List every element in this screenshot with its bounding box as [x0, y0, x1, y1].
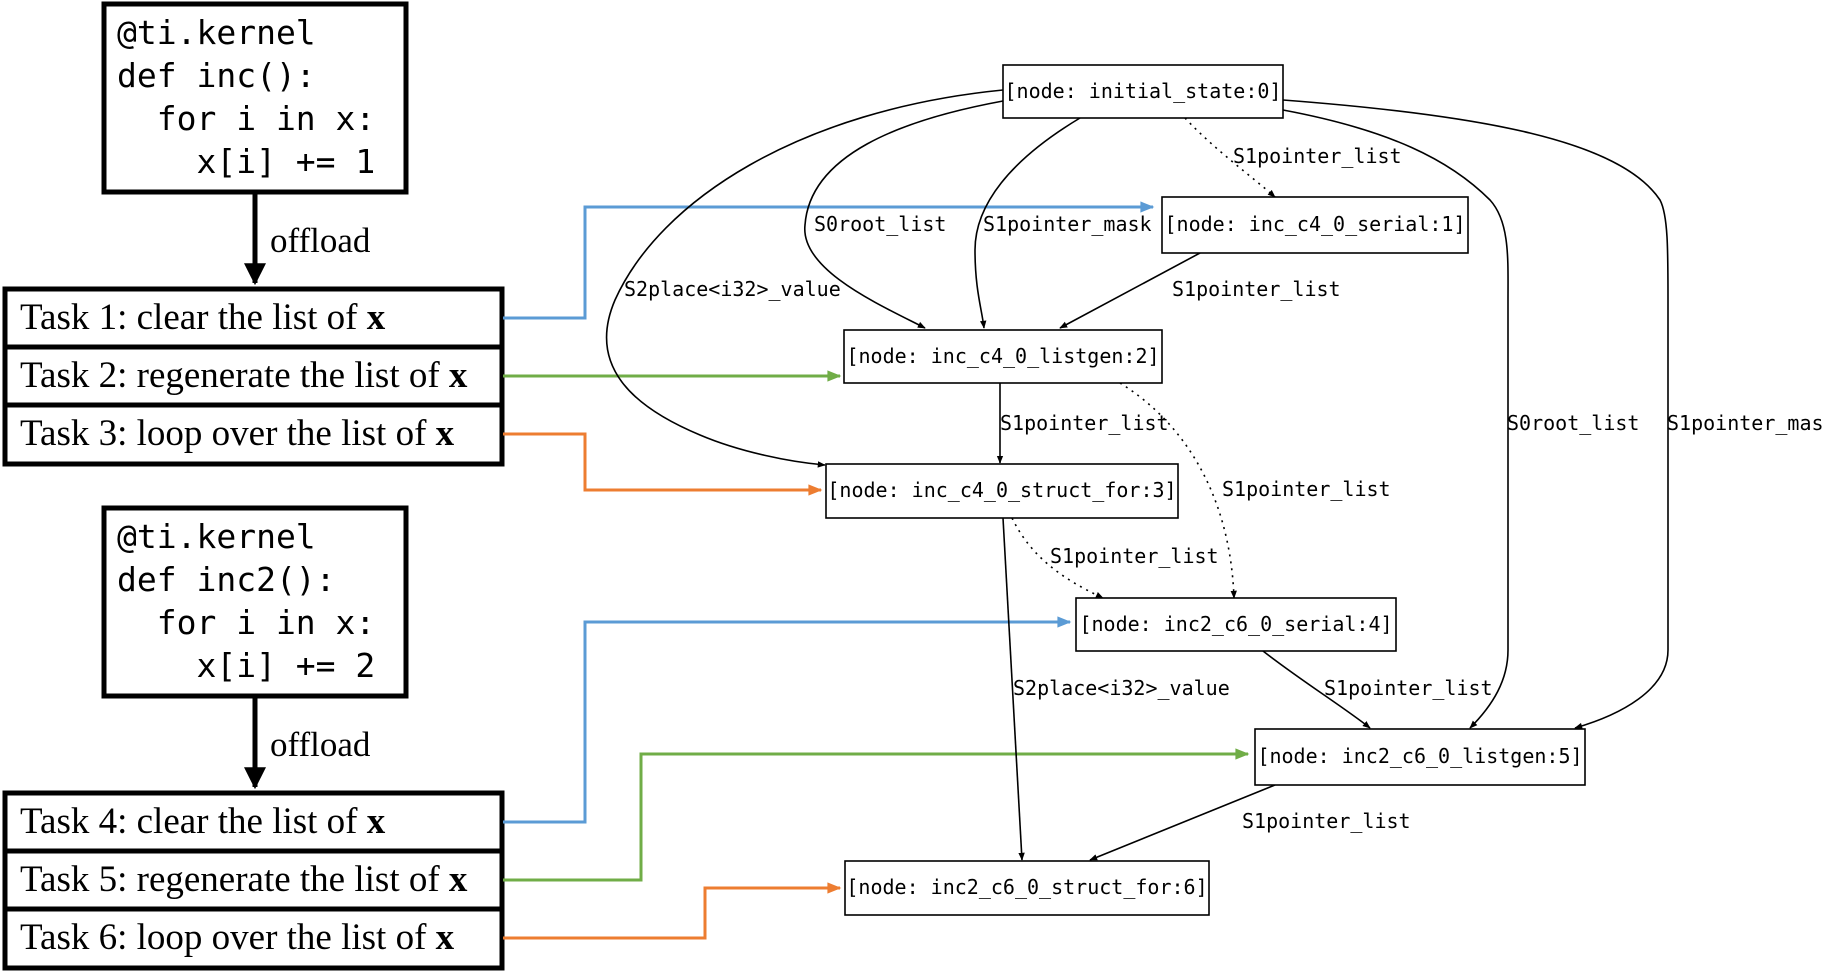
graph-node-inc-serial-1: [node: inc_c4_0_serial:1]: [1161, 196, 1469, 254]
task-4-label: Task 4: clear the list of x: [20, 801, 386, 842]
graph-edge: [1282, 109, 1509, 729]
task-3-label: Task 3: loop over the list of x: [20, 413, 455, 454]
code-line: @ti.kernel: [117, 13, 316, 52]
kernel-1: @ti.kernel def inc(): for i in x: x[i] +…: [2, 1, 505, 467]
edge-labels: S1pointer_list S0root_list S1pointer_mas…: [624, 144, 1825, 833]
edge-label: S0root_list: [814, 212, 946, 236]
edge-label: S1pointer_list: [1324, 676, 1493, 700]
code-line: x[i] += 2: [117, 646, 375, 685]
node-label: [node: inc2_c6_0_serial:4]: [1079, 612, 1392, 636]
graph-edge: [1119, 382, 1237, 599]
edge-label: S2place<i32>_value: [624, 277, 841, 301]
code-line: @ti.kernel: [117, 517, 316, 556]
node-label: [node: inc2_c6_0_listgen:5]: [1257, 744, 1582, 768]
code-line: for i in x:: [117, 99, 375, 138]
code-line: for i in x:: [117, 603, 375, 642]
node-label: [node: inc_c4_0_listgen:2]: [846, 344, 1159, 368]
code-line: x[i] += 1: [117, 142, 375, 181]
edge-label: S1pointer_list: [1222, 477, 1391, 501]
task-6-connector: [503, 882, 842, 940]
code-box: [101, 1, 409, 195]
task-2-label: Task 2: regenerate the list of x: [20, 355, 468, 396]
graph-node-initial-state: [node: initial_state:0]: [1002, 64, 1284, 119]
graph-node-inc-listgen-2: [node: inc_c4_0_listgen:2]: [843, 329, 1163, 384]
graph-edge: [1262, 650, 1371, 729]
edge-label: S0root_list: [1507, 411, 1639, 435]
node-label: [node: initial_state:0]: [1005, 79, 1282, 103]
edge-label: S1pointer_list: [1242, 809, 1411, 833]
edge-label: S1pointer_list: [1050, 544, 1219, 568]
task-4-connector: [503, 616, 1072, 824]
task-node-connectors: [503, 201, 1250, 940]
graph-node-inc2-struct-for-6: [node: inc2_c6_0_struct_for:6]: [844, 860, 1210, 916]
task-5-connector: [503, 748, 1250, 882]
edge-label: S1pointer_list: [1172, 277, 1341, 301]
graph-edge: [974, 117, 1081, 329]
task-3-connector: [503, 432, 823, 496]
edge-label: S1pointer_mask: [1667, 411, 1825, 435]
graph-edge: [804, 100, 1004, 329]
graph-edge: [1002, 517, 1025, 861]
offload-label: offload: [270, 221, 371, 260]
graph-node-inc-struct-for-3: [node: inc_c4_0_struct_for:3]: [825, 463, 1179, 519]
graph-node-inc2-listgen-5: [node: inc2_c6_0_listgen:5]: [1254, 728, 1586, 786]
kernel-2: @ti.kernel def inc2(): for i in x: x[i] …: [2, 505, 505, 971]
edge-label: S1pointer_list: [1000, 411, 1169, 435]
edge-label: S2place<i32>_value: [1013, 676, 1230, 700]
node-label: [node: inc2_c6_0_struct_for:6]: [846, 875, 1207, 899]
graph-edge: [605, 89, 1004, 468]
code-line: def inc2():: [117, 560, 336, 599]
edge-label: S1pointer_list: [1233, 144, 1402, 168]
node-label: [node: inc_c4_0_serial:1]: [1164, 212, 1465, 236]
edge-label: S1pointer_mask: [983, 212, 1152, 236]
task-list-box: [2, 286, 505, 467]
task-list-box: [2, 790, 505, 971]
code-box: [101, 505, 409, 699]
graph-edge: [1184, 117, 1276, 198]
task-1-connector: [503, 201, 1155, 320]
graph-edges: [605, 89, 1669, 861]
code-line: def inc():: [117, 56, 316, 95]
task-1-label: Task 1: clear the list of x: [20, 297, 386, 338]
node-label: [node: inc_c4_0_struct_for:3]: [827, 478, 1176, 502]
graph-nodes: [node: initial_state:0] [node: inc_c4_0_…: [825, 64, 1586, 916]
graph-edge: [1282, 99, 1669, 730]
task-5-label: Task 5: regenerate the list of x: [20, 859, 468, 900]
graph-edge: [1059, 252, 1201, 329]
offload-label: offload: [270, 725, 371, 764]
graph-node-inc2-serial-4: [node: inc2_c6_0_serial:4]: [1075, 597, 1397, 652]
graph-edge: [1089, 784, 1276, 861]
task-6-label: Task 6: loop over the list of x: [20, 917, 455, 958]
